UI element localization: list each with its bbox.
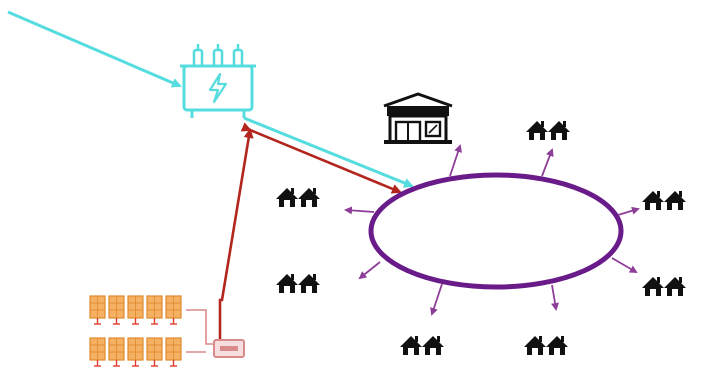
battery-inverter-icon xyxy=(213,339,245,358)
house-pair-icon xyxy=(400,336,444,355)
factory-icon xyxy=(383,92,453,144)
transformer-to-ring-line xyxy=(243,116,414,188)
house-pair-icon xyxy=(526,121,570,140)
solar-feed-line xyxy=(218,128,254,344)
transformer-icon xyxy=(180,44,256,118)
house-pair-icon xyxy=(276,188,320,207)
solar-panel-icon xyxy=(89,295,214,367)
distribution-ring xyxy=(368,172,624,290)
house-pair-icon xyxy=(642,277,686,296)
house-pair-icon xyxy=(524,336,568,355)
house-pair-icon xyxy=(642,191,686,210)
house-pair-icon xyxy=(276,274,320,293)
grid-connection-line xyxy=(7,10,182,88)
feeder-arrows xyxy=(344,144,640,316)
ring-to-transformer-line xyxy=(240,122,402,194)
